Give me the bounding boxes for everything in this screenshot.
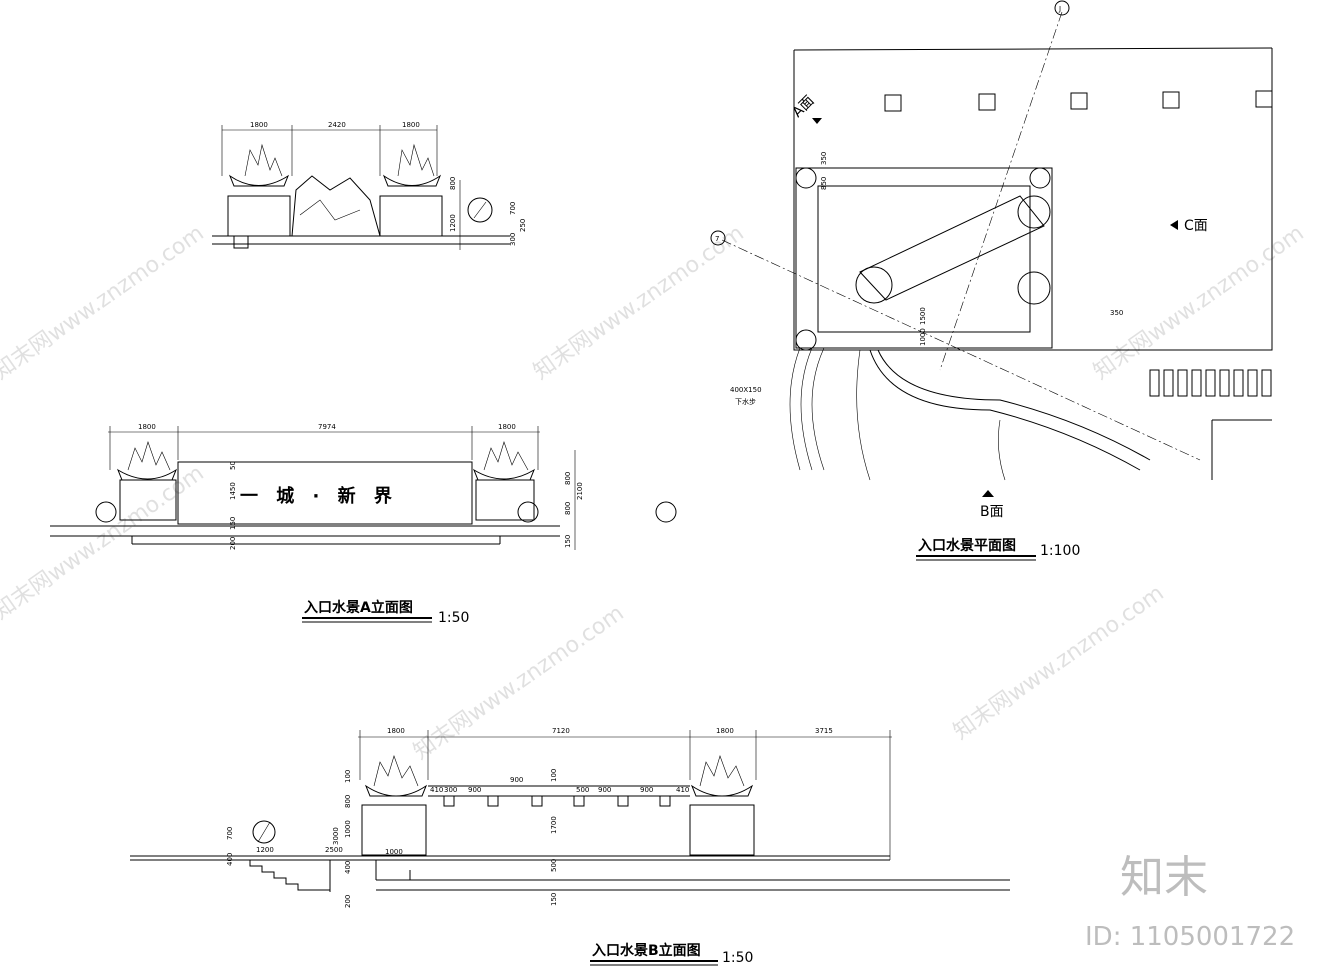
brand-watermark: 知末 <box>1120 852 1208 903</box>
plan-view: J 7 A面 B面 C面 400X150 下水步 350 850 1 <box>710 0 1273 561</box>
elev-a-side-1: 50 <box>229 461 237 470</box>
elev-b-mid-7: 900 <box>640 786 653 794</box>
plan-dim-4: 1000 <box>919 328 927 346</box>
small-side-dim-2: 700 <box>509 202 517 215</box>
plan-b-face-label: B面 <box>980 504 1004 520</box>
elev-b-side-5: 400 <box>344 861 352 874</box>
elev-b-mid-3: 900 <box>468 786 481 794</box>
plan-scale: 1:100 <box>1040 543 1080 559</box>
watermark-text-4: 知末网www.znzmo.com <box>0 461 209 625</box>
sign-text: 一 城 · 新 界 <box>240 485 398 507</box>
elev-a-side-5: 800 <box>564 472 572 485</box>
elev-b-side-14: 1200 <box>256 846 274 854</box>
elev-b-side-4: 3000 <box>332 827 340 845</box>
elev-a-dim-1: 1800 <box>138 423 156 431</box>
elevation-b-title: 入口水景B立面图 <box>592 942 701 959</box>
elevation-b: 1800 7120 1800 3715 410 300 900 900 500 … <box>130 727 1010 966</box>
elev-b-side-6: 2500 <box>325 846 343 854</box>
elev-b-side-12: 100 <box>550 769 558 782</box>
watermark-text-6: 知末网www.znzmo.com <box>949 581 1169 745</box>
id-watermark: ID: 1105001722 <box>1085 922 1295 952</box>
small-dim-2: 2420 <box>328 121 346 129</box>
watermark-text-3: 知末网www.znzmo.com <box>1089 221 1309 385</box>
elev-b-mid-8: 410 <box>676 786 689 794</box>
elev-b-side-15: 700 <box>226 827 234 840</box>
elevation-a: 1800 7974 1800 一 城 · 新 界 50 1450 150 200… <box>50 423 677 626</box>
elev-a-side-4: 200 <box>229 537 237 550</box>
axis-7-label: 7 <box>715 235 719 243</box>
elev-a-dim-2: 7974 <box>318 423 336 431</box>
elev-b-side-3: 1000 <box>344 820 352 838</box>
plan-c-face-label: C面 <box>1184 218 1208 234</box>
elev-b-mid-1: 410 <box>430 786 443 794</box>
small-dim-3: 1800 <box>402 121 420 129</box>
elev-a-side-2: 1450 <box>229 482 237 500</box>
small-side-dim-5: 300 <box>509 233 517 246</box>
elev-b-mid-6: 900 <box>598 786 611 794</box>
elev-a-side-7: 2100 <box>576 482 584 500</box>
elev-b-side-11: 500 <box>550 859 558 872</box>
elev-a-side-6: 800 <box>564 502 572 515</box>
small-elevation: 1800 2420 1800 800 700 250 1200 300 <box>212 121 527 250</box>
elev-b-side-7: 1000 <box>385 848 403 856</box>
plan-steps-label: 400X150 <box>730 386 762 394</box>
elev-a-dim-3: 1800 <box>498 423 516 431</box>
elev-b-dim-1: 1800 <box>387 727 405 735</box>
watermark-layer: 知末网www.znzmo.com 知末网www.znzmo.com 知末网www… <box>0 221 1309 765</box>
elev-b-mid-5: 500 <box>576 786 589 794</box>
elev-b-side-13: 400 <box>226 853 234 866</box>
elev-b-dim-4: 3715 <box>815 727 833 735</box>
watermark-text-2: 知末网www.znzmo.com <box>529 221 749 385</box>
plan-dim-3: 1500 <box>919 307 927 325</box>
plan-dim-1: 350 <box>820 152 828 165</box>
elev-b-dim-2: 7120 <box>552 727 570 735</box>
elev-b-side-2: 800 <box>344 795 352 808</box>
elev-a-side-3: 150 <box>229 517 237 530</box>
small-side-dim-1: 800 <box>449 177 457 190</box>
plan-dim-2: 850 <box>820 177 828 190</box>
elev-b-side-1: 100 <box>344 770 352 783</box>
elev-b-dim-3: 1800 <box>716 727 734 735</box>
elev-a-side-8: 150 <box>564 535 572 548</box>
watermark-text-1: 知末网www.znzmo.com <box>0 221 209 385</box>
elevation-b-scale: 1:50 <box>722 950 753 966</box>
elevation-a-title: 入口水景A立面图 <box>304 599 413 616</box>
small-side-dim-3: 250 <box>519 219 527 232</box>
plan-title: 入口水景平面图 <box>918 537 1016 554</box>
small-side-dim-4: 1200 <box>449 214 457 232</box>
elevation-a-scale: 1:50 <box>438 610 469 626</box>
plan-steps-sublabel: 下水步 <box>735 397 756 406</box>
elev-b-mid-4: 900 <box>510 776 523 784</box>
elev-b-side-8: 150 <box>550 893 558 906</box>
plan-dim-5: 350 <box>1110 309 1123 317</box>
elev-b-side-9: 200 <box>344 895 352 908</box>
small-dim-1: 1800 <box>250 121 268 129</box>
axis-j-label: J <box>1058 5 1061 13</box>
elev-b-side-10: 1700 <box>550 816 558 834</box>
elev-b-mid-2: 300 <box>444 786 457 794</box>
